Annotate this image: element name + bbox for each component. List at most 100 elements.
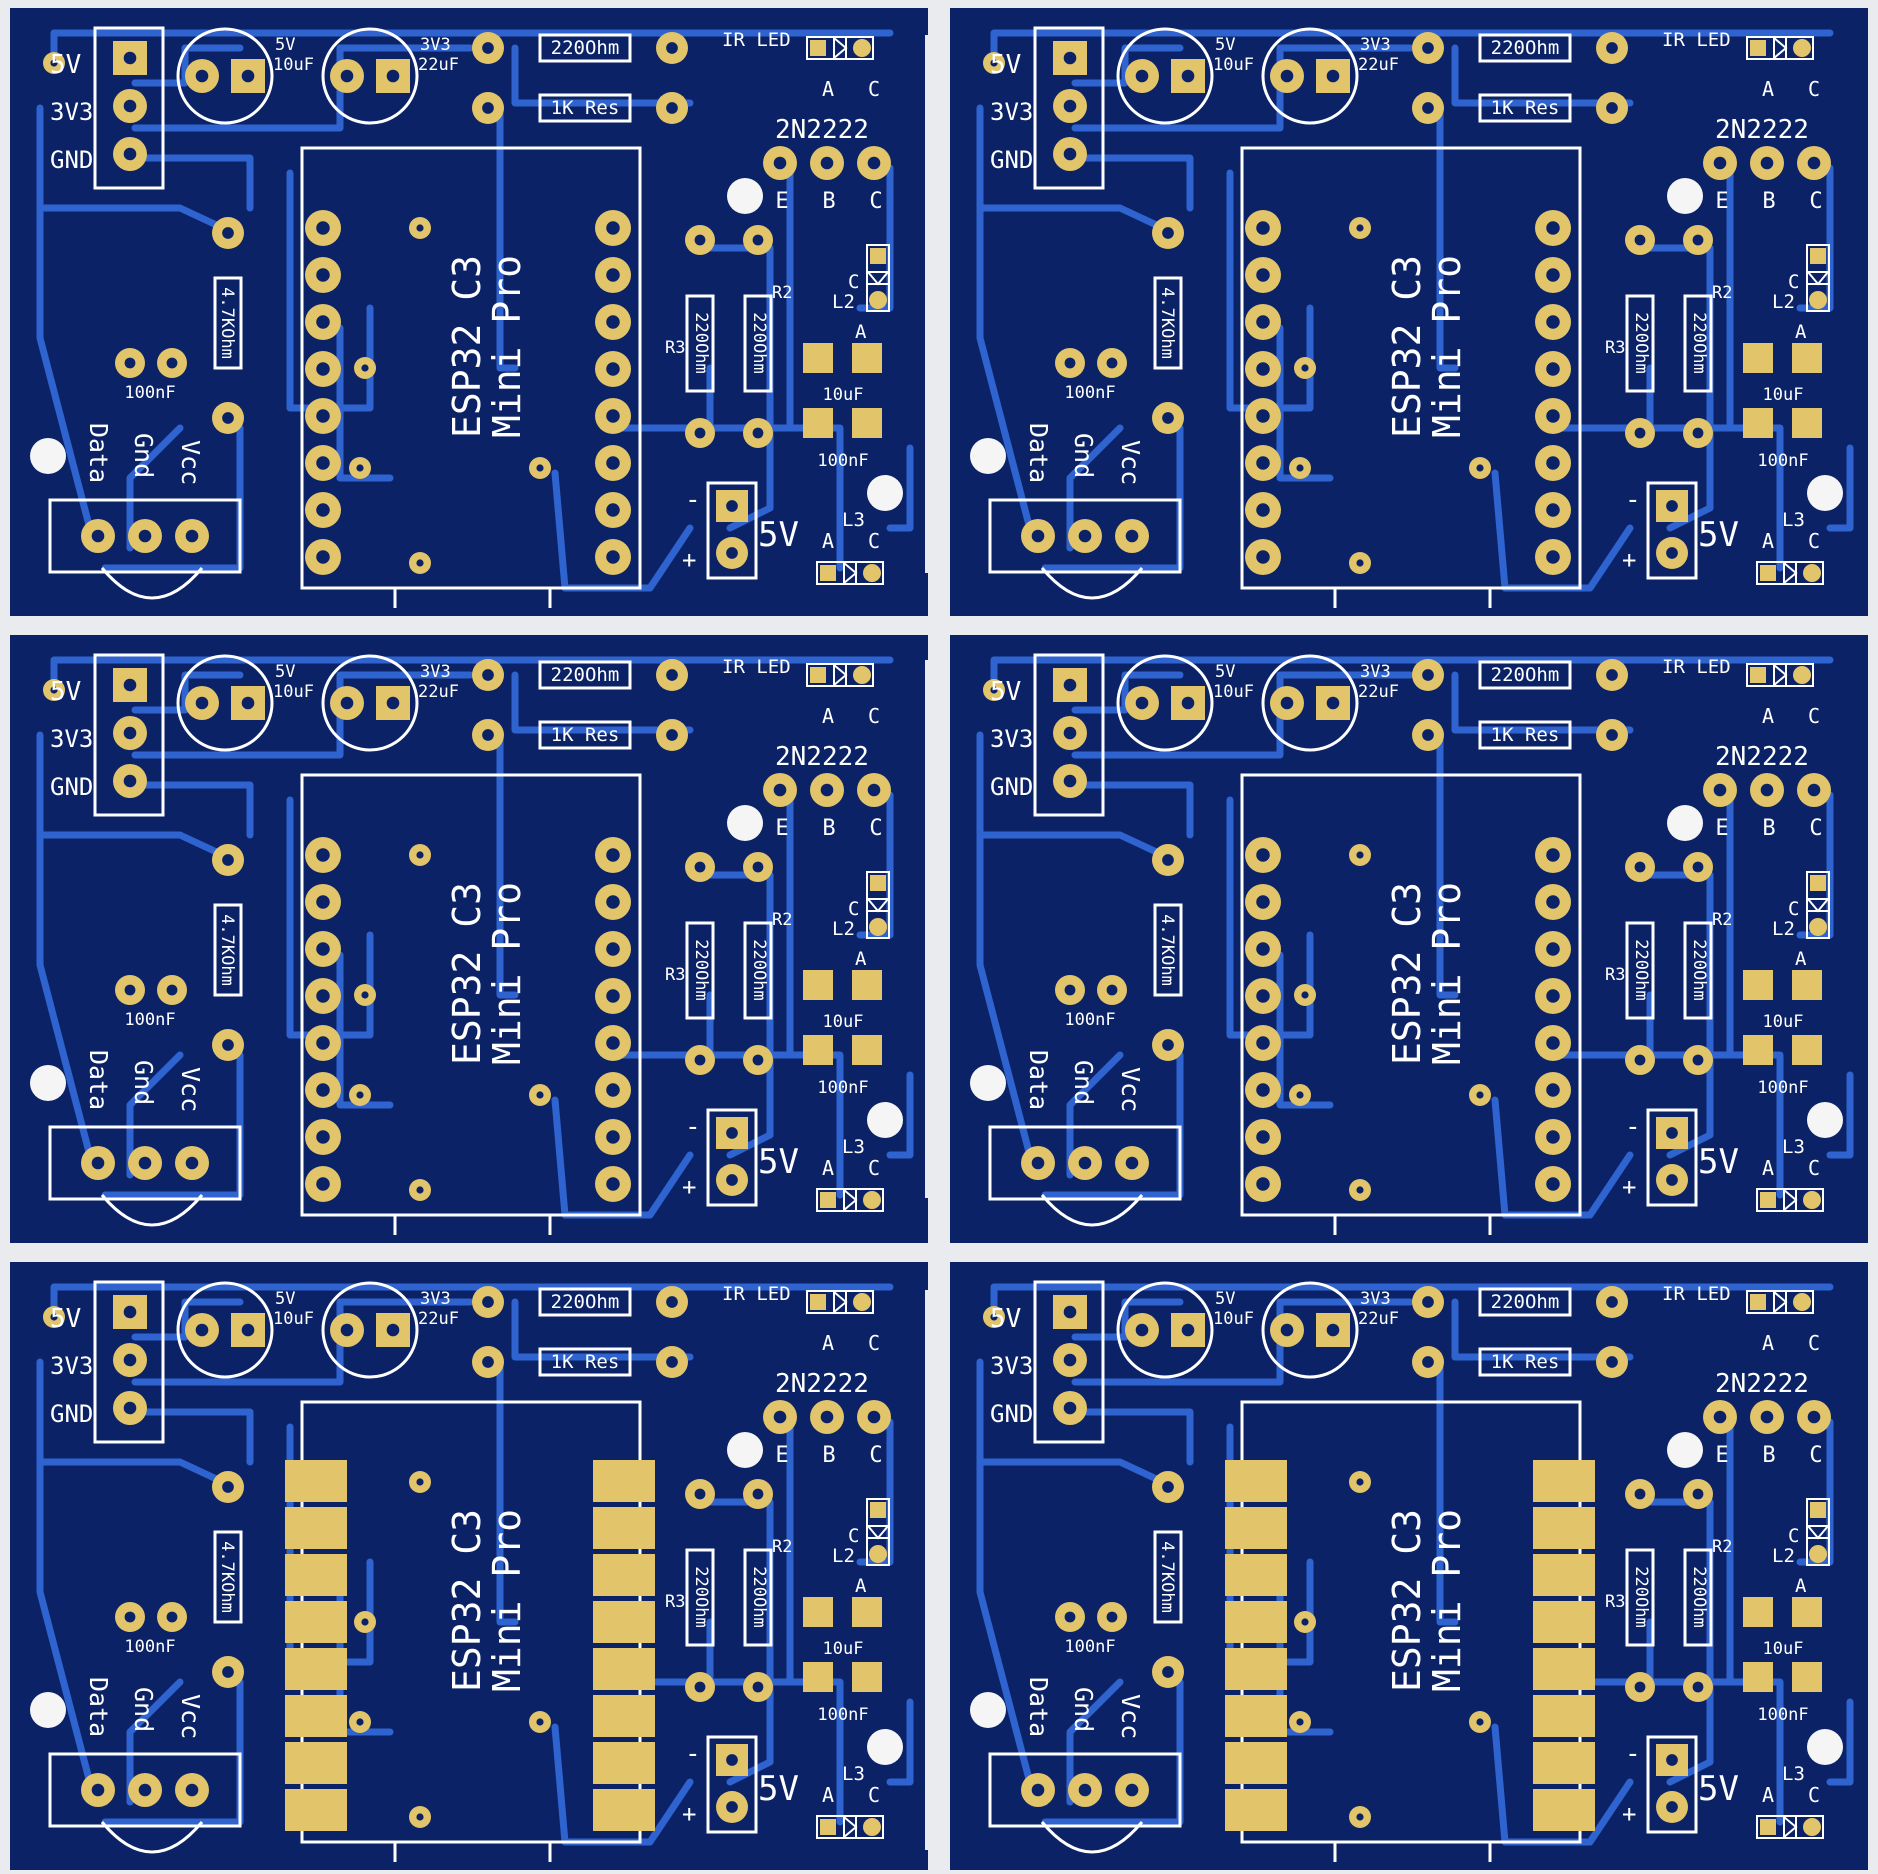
module-smd-pad-right — [1533, 1695, 1595, 1737]
pad-drill — [1634, 1681, 1646, 1693]
pad-drill — [50, 59, 58, 67]
label-data: Data — [1024, 423, 1053, 483]
slot-cutout — [925, 35, 943, 573]
pad-drill — [1280, 69, 1294, 83]
led-outline — [1746, 1290, 1814, 1314]
label-l2: L2 — [1772, 918, 1795, 940]
esp32-module-outline — [300, 773, 642, 1217]
round-pad — [1809, 291, 1827, 309]
pad-drill — [820, 783, 834, 797]
silk-label: A — [1762, 1783, 1774, 1807]
silk-label: C — [1808, 529, 1820, 553]
mounting-hole — [867, 1102, 903, 1138]
resistor-r2-outline — [743, 921, 773, 1020]
silk-label: 2N2222 — [1715, 742, 1809, 772]
pad-drill — [1078, 1156, 1092, 1170]
pad-drill — [1296, 1718, 1304, 1726]
copper-trace — [1071, 44, 1184, 87]
smd-cap-pad — [1743, 1662, 1773, 1692]
pad-drill — [1326, 69, 1340, 83]
pad-drill — [1162, 412, 1174, 424]
copper-trace — [131, 781, 254, 839]
pad-drill — [1326, 1323, 1340, 1337]
silk-label: 1K Res — [551, 97, 620, 119]
pad-drill — [340, 696, 354, 710]
silk-label: + — [1622, 546, 1636, 574]
round-pad — [853, 666, 871, 684]
square-pad — [1810, 248, 1826, 264]
silk-label: E — [775, 816, 788, 841]
module-subtitle: Mini Pro — [485, 1509, 529, 1692]
pad-drill — [356, 1091, 364, 1099]
pad-drill — [222, 1666, 234, 1678]
led-outline — [816, 1188, 884, 1212]
label-gnd: GND — [50, 146, 93, 174]
resistor-r2-outline — [1683, 1548, 1713, 1647]
silk-label: E — [1715, 1443, 1728, 1468]
silk-label: C — [868, 77, 880, 101]
square-pad — [1810, 1502, 1826, 1518]
pad-drill — [124, 1611, 136, 1623]
pad-drill — [1064, 1611, 1076, 1623]
led-outline — [816, 561, 884, 585]
ir-led-footprint — [1756, 560, 1824, 586]
label-gnd: GND — [990, 773, 1033, 801]
pad-drill — [1301, 991, 1309, 999]
pad-drill — [1634, 1054, 1646, 1066]
resistor-r3-outline — [685, 921, 715, 1020]
pad-drill — [666, 669, 678, 681]
silk-label: + — [1622, 1173, 1636, 1201]
diode-symbol — [843, 1187, 858, 1213]
panel-slot — [925, 35, 943, 573]
silk-label: IR LED — [722, 1283, 791, 1305]
copper-trace — [126, 424, 184, 552]
led-outline — [806, 1290, 874, 1314]
module-smd-pad-right — [1533, 1601, 1595, 1643]
label-data: Data — [1024, 1050, 1053, 1110]
pad-drill — [50, 1313, 58, 1321]
pad-drill — [416, 851, 424, 859]
silk-label: C — [868, 1156, 880, 1180]
smd-cap-pad — [1792, 1597, 1822, 1627]
pad-drill — [1280, 1323, 1294, 1337]
silk-label: A — [855, 948, 867, 970]
pad-drill — [482, 42, 494, 54]
pad-drill — [1256, 1130, 1270, 1144]
pad-drill — [1546, 221, 1560, 235]
copper-trace — [1066, 1051, 1124, 1179]
square-pad — [820, 1192, 836, 1208]
pad-drill — [752, 1488, 764, 1500]
label-5v-input: 5V — [758, 515, 799, 555]
pad-drill — [606, 1083, 620, 1097]
pad-drill — [1476, 1091, 1484, 1099]
silk-label: C — [1808, 1331, 1820, 1355]
pad-drill — [867, 156, 881, 170]
pad-drill — [50, 686, 58, 694]
silk-label: 100nF — [817, 1078, 868, 1098]
pad-drill — [1064, 984, 1076, 996]
copper-trace — [886, 1071, 914, 1159]
resistor-1k-outline — [538, 93, 632, 123]
ir-led-footprint — [1805, 244, 1831, 312]
pad-drill — [123, 678, 137, 692]
silk-label: 220Ohm — [1491, 1291, 1560, 1313]
pad-drill — [1256, 1177, 1270, 1191]
silk-label: 100nF — [1064, 1637, 1115, 1657]
copper-trace — [511, 1298, 694, 1361]
label-gnd: GND — [990, 1400, 1033, 1428]
label-vcc: Vcc — [176, 1694, 205, 1739]
pad-drill — [340, 69, 354, 83]
label-r3: R3 — [1605, 1592, 1625, 1612]
pad-drill — [990, 59, 998, 67]
module-title: ESP32 C3 — [1385, 255, 1429, 438]
smd-cap-pad — [803, 408, 833, 438]
label-vcc: Vcc — [176, 440, 205, 485]
diode-symbol — [833, 1289, 848, 1315]
pad-drill — [1125, 1156, 1139, 1170]
pad-drill — [222, 412, 234, 424]
cap-22uf-outline — [1261, 1281, 1359, 1379]
module-title: ESP32 C3 — [445, 255, 489, 438]
pad-drill — [1181, 696, 1195, 710]
module-smd-pad-left — [285, 1460, 347, 1502]
